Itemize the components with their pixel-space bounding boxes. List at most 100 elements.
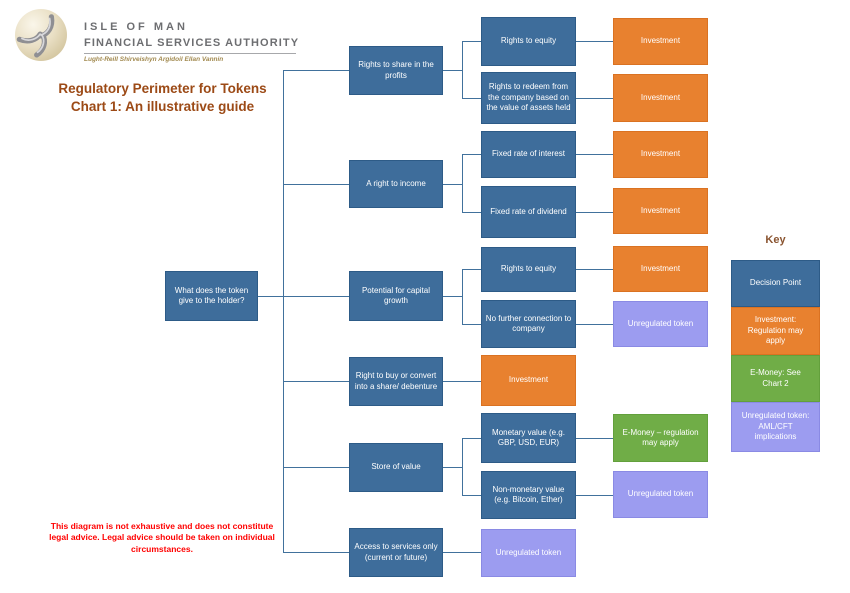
connector-b3-child2 (462, 324, 481, 325)
connector-c5a-outcome (576, 438, 613, 439)
connector-branch1 (283, 70, 349, 71)
fsa-triskelion-logo-icon (15, 9, 67, 61)
connector-b2-fork (462, 154, 463, 212)
key-item-label: E-Money: See Chart 2 (750, 368, 801, 388)
node-label: Access to services only (current or futu… (354, 542, 438, 562)
connector-branch6 (283, 552, 349, 553)
connector-branch5 (283, 467, 349, 468)
key-item-label: Investment: Regulation may apply (747, 315, 804, 346)
outcome-label: E-Money – regulation may apply (622, 427, 699, 447)
node-non-monetary-value: Non-monetary value (e.g. Bitcoin, Ether) (481, 471, 576, 519)
outcome-unregulated-access-services: Unregulated token (481, 529, 576, 577)
outcome-label: Investment (640, 92, 681, 102)
node-label: Rights to share in the profits (358, 60, 434, 80)
connector-b6-direct (443, 552, 481, 553)
node-fixed-rate-interest: Fixed rate of interest (481, 131, 576, 178)
connector-branch4 (283, 381, 349, 382)
chart-title: Regulatory Perimeter for Tokens Chart 1:… (40, 80, 285, 115)
node-label: Non-monetary value (e.g. Bitcoin, Ether) (492, 484, 565, 504)
header-divider (84, 53, 296, 54)
connector-b5-fork (462, 438, 463, 495)
connector-b1-child1 (462, 41, 481, 42)
connector-b1-out (443, 70, 462, 71)
node-root-question: What does the token give to the holder? (165, 271, 258, 321)
connector-b2-out (443, 184, 462, 185)
connector-b3-fork (462, 269, 463, 324)
connector-b3-out (443, 296, 462, 297)
connector-b5-child1 (462, 438, 481, 439)
key-item-label: Unregulated token: AML/CFT implications (741, 411, 810, 442)
node-label: Potential for capital growth (361, 285, 431, 305)
key-item-investment: Investment: Regulation may apply (731, 307, 820, 355)
node-label: Store of value (371, 462, 421, 472)
connector-b1-fork (462, 41, 463, 98)
key-item-label: Decision Point (749, 278, 802, 288)
outcome-unregulated-no-connection: Unregulated token (613, 301, 708, 347)
node-label: Fixed rate of dividend (490, 206, 567, 216)
node-label: Monetary value (e.g. GBP, USD, EUR) (492, 427, 565, 447)
connector-c2b-outcome (576, 212, 613, 213)
connector-c1a-outcome (576, 41, 613, 42)
outcome-investment-equity-1: Investment (613, 18, 708, 65)
connector-c2a-outcome (576, 154, 613, 155)
org-name-line2: FINANCIAL SERVICES AUTHORITY (84, 37, 300, 49)
key-item-decision-point: Decision Point (731, 260, 820, 307)
key-item-emoney: E-Money: See Chart 2 (731, 355, 820, 402)
node-label: No further connection to company (485, 313, 572, 333)
outcome-label: Investment (640, 149, 681, 159)
node-fixed-rate-dividend: Fixed rate of dividend (481, 186, 576, 238)
connector-c1b-outcome (576, 98, 613, 99)
connector-b2-child1 (462, 154, 481, 155)
connector-root-stub (258, 296, 283, 297)
connector-branch3 (283, 296, 349, 297)
node-rights-to-equity-2: Rights to equity (481, 247, 576, 292)
outcome-label: Investment (640, 36, 681, 46)
node-rights-to-redeem: Rights to redeem from the company based … (481, 72, 576, 124)
outcome-investment-interest: Investment (613, 131, 708, 178)
connector-b1-child2 (462, 98, 481, 99)
outcome-label: Investment (640, 263, 681, 273)
node-right-to-income: A right to income (349, 160, 443, 208)
outcome-label: Investment (640, 205, 681, 215)
node-capital-growth: Potential for capital growth (349, 271, 443, 321)
outcome-investment-buy-convert: Investment (481, 355, 576, 406)
node-label: Fixed rate of interest (492, 149, 565, 159)
node-no-further-connection: No further connection to company (481, 300, 576, 348)
outcome-label: Unregulated token (495, 547, 562, 557)
outcome-investment-redeem: Investment (613, 74, 708, 122)
outcome-label: Unregulated token (627, 489, 694, 499)
triskelion-swirl-icon (16, 14, 55, 58)
connector-branch2 (283, 184, 349, 185)
outcome-emoney-monetary: E-Money – regulation may apply (613, 414, 708, 462)
org-name-line1: ISLE OF MAN (84, 21, 188, 33)
outcome-unregulated-non-monetary: Unregulated token (613, 471, 708, 518)
connector-trunk (283, 70, 284, 552)
node-monetary-value: Monetary value (e.g. GBP, USD, EUR) (481, 413, 576, 463)
connector-b5-child2 (462, 495, 481, 496)
chart-title-line1: Regulatory Perimeter for Tokens (58, 81, 267, 96)
outcome-label: Investment (508, 375, 549, 385)
node-label: What does the token give to the holder? (174, 285, 249, 305)
outcome-investment-dividend: Investment (613, 188, 708, 234)
connector-c5b-outcome (576, 495, 613, 496)
connector-b4-direct (443, 381, 481, 382)
node-label: Right to buy or convert into a share/ de… (354, 371, 438, 391)
node-store-of-value: Store of value (349, 443, 443, 492)
outcome-label: Unregulated token (627, 318, 694, 328)
node-label: A right to income (366, 178, 426, 188)
outcome-investment-equity-2: Investment (613, 246, 708, 292)
node-label: Rights to equity (500, 36, 557, 46)
connector-c3a-outcome (576, 269, 613, 270)
key-item-unregulated: Unregulated token: AML/CFT implications (731, 402, 820, 452)
legal-disclaimer: This diagram is not exhaustive and does … (49, 521, 275, 554)
node-access-to-services: Access to services only (current or futu… (349, 528, 443, 577)
node-label: Rights to redeem from the company based … (486, 82, 571, 113)
node-label: Rights to equity (500, 264, 557, 274)
connector-b3-child1 (462, 269, 481, 270)
org-tagline: Lught-Reill Shirveishyn Argidoil Ellan V… (84, 56, 224, 63)
chart-title-line2: Chart 1: An illustrative guide (70, 98, 255, 114)
node-buy-convert-share: Right to buy or convert into a share/ de… (349, 357, 443, 406)
key-title: Key (765, 234, 786, 246)
connector-b2-child2 (462, 212, 481, 213)
